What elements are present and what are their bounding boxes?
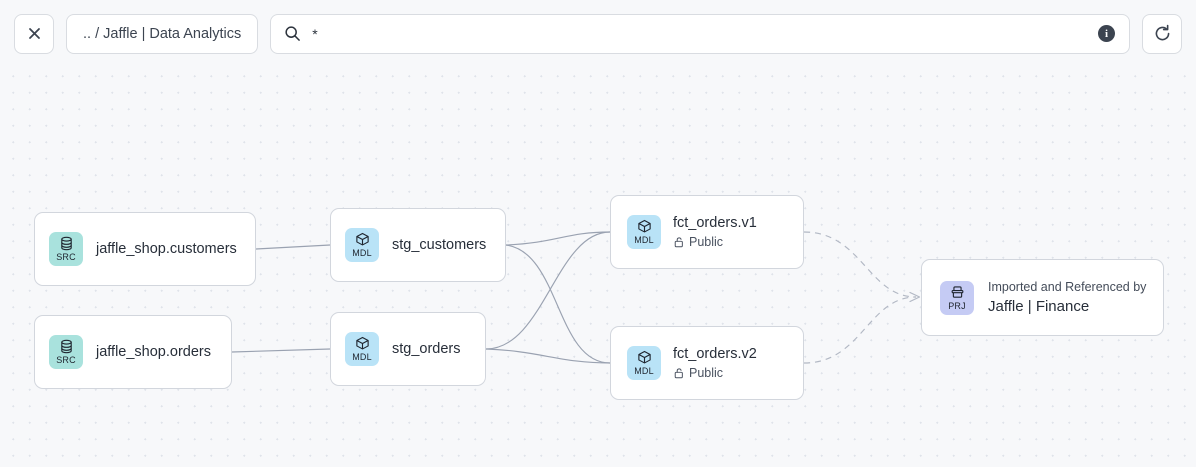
node-title: jaffle_shop.orders (96, 343, 212, 360)
node-body: fct_orders.v2 Public (673, 345, 757, 382)
search-icon (285, 26, 301, 41)
cube-icon (637, 350, 651, 364)
project-stack-icon (951, 285, 963, 298)
node-body: stg_orders (392, 340, 461, 359)
graph-node-fct-orders-v2[interactable]: MDL fct_orders.v2 Public (610, 326, 804, 400)
lineage-graph-canvas[interactable]: SRC jaffle_shop.customers SRC jaffle_sho… (0, 60, 1196, 467)
graph-node-jaffle-shop-customers[interactable]: SRC jaffle_shop.customers (34, 212, 256, 286)
prj-icon-label: PRJ (948, 300, 966, 311)
breadcrumb[interactable]: .. / Jaffle | Data Analytics (66, 13, 259, 54)
edge-stgorders-to-v2 (485, 348, 611, 364)
mdl-icon-badge: MDL (345, 332, 379, 366)
node-title: stg_orders (392, 340, 461, 357)
graph-node-stg-customers[interactable]: MDL stg_customers (330, 208, 506, 282)
edge-customers-to-stg (255, 244, 331, 250)
search-bar[interactable]: i (270, 13, 1130, 54)
database-icon (60, 339, 72, 354)
mdl-icon-badge: MDL (627, 215, 661, 249)
close-icon (28, 28, 40, 39)
top-toolbar: .. / Jaffle | Data Analytics i (0, 0, 1196, 67)
node-body: stg_customers (392, 236, 486, 255)
node-body: fct_orders.v1 Public (673, 214, 757, 251)
cube-icon (355, 232, 369, 246)
edge-orders-to-stg (231, 348, 331, 353)
edge-arrowhead-icon (909, 291, 921, 303)
graph-node-jaffle-shop-orders[interactable]: SRC jaffle_shop.orders (34, 315, 232, 389)
info-icon-label: i (1104, 27, 1109, 40)
mdl-icon-badge: MDL (627, 346, 661, 380)
graph-node-fct-orders-v1[interactable]: MDL fct_orders.v1 Public (610, 195, 804, 269)
src-icon-badge: SRC (49, 335, 83, 369)
mdl-icon-label: MDL (352, 352, 372, 362)
node-body: jaffle_shop.orders (96, 343, 211, 362)
node-title: jaffle_shop.customers (96, 240, 237, 257)
mdl-icon-badge: MDL (345, 228, 379, 262)
node-visibility-label: Public (689, 365, 724, 380)
database-icon (60, 236, 72, 251)
refresh-icon (1155, 24, 1169, 41)
graph-node-jaffle-finance-project[interactable]: PRJ Imported and Referenced by Jaffle | … (921, 259, 1164, 336)
breadcrumb-label: .. / Jaffle | Data Analytics (83, 25, 242, 42)
node-relation-label: Imported and Referenced by (988, 279, 1147, 294)
mdl-icon-label: MDL (634, 366, 654, 376)
src-icon-badge: SRC (49, 232, 83, 266)
cube-icon (637, 219, 651, 233)
info-icon[interactable]: i (1098, 25, 1115, 42)
cube-icon (355, 336, 369, 350)
node-visibility-label: Public (689, 234, 724, 249)
node-title: Jaffle | Finance (988, 297, 1090, 315)
unlock-icon (674, 237, 683, 248)
prj-icon-badge: PRJ (940, 280, 974, 315)
search-input[interactable] (312, 14, 1087, 53)
node-title: fct_orders.v2 (673, 345, 757, 362)
src-icon-label: SRC (56, 355, 76, 365)
unlock-icon (674, 368, 683, 379)
graph-node-stg-orders[interactable]: MDL stg_orders (330, 312, 486, 386)
mdl-icon-label: MDL (352, 248, 372, 258)
node-visibility: Public (673, 234, 757, 251)
edge-stgcustomers-to-v2 (505, 244, 611, 364)
node-title: stg_customers (392, 236, 487, 253)
close-button[interactable] (14, 13, 54, 54)
node-body: jaffle_shop.customers (96, 240, 237, 259)
node-visibility: Public (673, 365, 757, 382)
node-title: fct_orders.v1 (673, 214, 757, 231)
edge-v2-to-project (803, 296, 917, 364)
src-icon-label: SRC (56, 252, 76, 262)
mdl-icon-label: MDL (634, 235, 654, 245)
refresh-button[interactable] (1142, 13, 1182, 54)
node-body: Imported and Referenced by Jaffle | Fina… (988, 279, 1146, 317)
edge-v1-to-project (803, 231, 917, 298)
edge-stgcustomers-to-v1 (505, 231, 611, 246)
